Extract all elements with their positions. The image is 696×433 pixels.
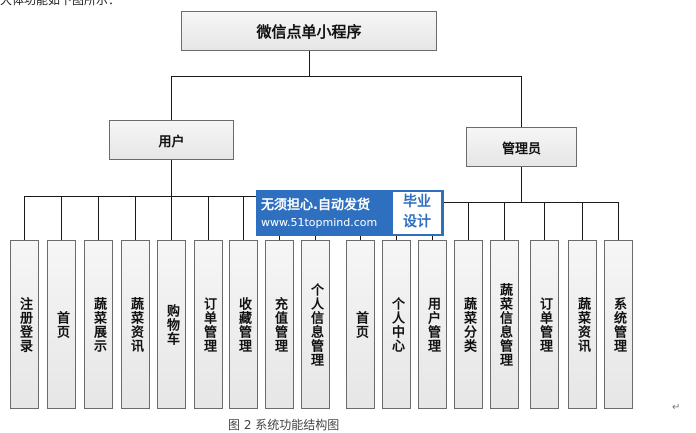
branch-node-1: 管理员 [466, 127, 577, 167]
leaf-node-1-5: 订单管理 [530, 240, 559, 409]
root-node: 微信点单小程序 [181, 11, 437, 51]
branch-0-bus [24, 195, 316, 197]
watermark-banner: 无须担心.自动发货 www.51topmind.com 毕业 设计 [256, 190, 444, 236]
leaf-connector-0-0 [24, 196, 26, 240]
leaf-connector-0-6 [243, 196, 245, 240]
leaf-connector-1-7 [618, 202, 620, 240]
leaf-node-1-6: 蔬菜资讯 [568, 240, 597, 409]
leaf-node-0-8: 个人信息管理 [301, 240, 330, 409]
leaf-connector-0-2 [98, 196, 100, 240]
leaf-node-1-4: 蔬菜信息管理 [490, 240, 519, 409]
watermark-badge-bottom: 设计 [403, 214, 431, 230]
branch-1-connector-bottom [521, 167, 523, 202]
leaf-connector-1-3 [468, 202, 470, 240]
leaf-connector-1-6 [582, 202, 584, 240]
branch-0-connector-top [171, 76, 173, 120]
leaf-node-1-3: 蔬菜分类 [454, 240, 483, 409]
watermark-line1: 无须担心.自动发货 [261, 198, 370, 213]
root-bus [171, 75, 522, 77]
watermark-badge-top: 毕业 [403, 194, 431, 210]
leaf-node-0-1: 首页 [47, 240, 76, 409]
leaf-node-0-6: 收藏管理 [229, 240, 258, 409]
leaf-node-1-1: 个人中心 [382, 240, 411, 409]
leaf-connector-0-5 [208, 196, 210, 240]
leaf-node-1-7: 系统管理 [604, 240, 633, 409]
branch-0-connector-bottom [171, 160, 173, 196]
leaf-node-1-2: 用户管理 [418, 240, 447, 409]
leaf-node-0-7: 充值管理 [265, 240, 294, 409]
leaf-connector-0-1 [61, 196, 63, 240]
leaf-node-0-4: 购物车 [157, 240, 186, 409]
root-connector [308, 51, 310, 76]
figure-caption: 图 2 系统功能结构图 [228, 418, 340, 432]
watermark-line2: www.51topmind.com [261, 216, 378, 229]
leaf-connector-0-4 [171, 196, 173, 240]
watermark-badge: 毕业 设计 [393, 192, 441, 234]
leaf-connector-1-4 [504, 202, 506, 240]
leaf-node-0-0: 注册登录 [10, 240, 39, 409]
branch-node-0: 用户 [109, 120, 234, 160]
branch-1-connector-top [521, 76, 523, 127]
leaf-node-0-5: 订单管理 [194, 240, 223, 409]
leaf-node-1-0: 首页 [346, 240, 375, 409]
paragraph-mark: ↵ [672, 402, 681, 413]
leaf-connector-0-3 [135, 196, 137, 240]
branch-1-bus [360, 201, 619, 203]
leaf-node-0-2: 蔬菜展示 [84, 240, 113, 409]
leaf-node-0-3: 蔬菜资讯 [121, 240, 150, 409]
leaf-connector-1-5 [544, 202, 546, 240]
intro-text: 大体功能如下图所示： [0, 0, 121, 7]
